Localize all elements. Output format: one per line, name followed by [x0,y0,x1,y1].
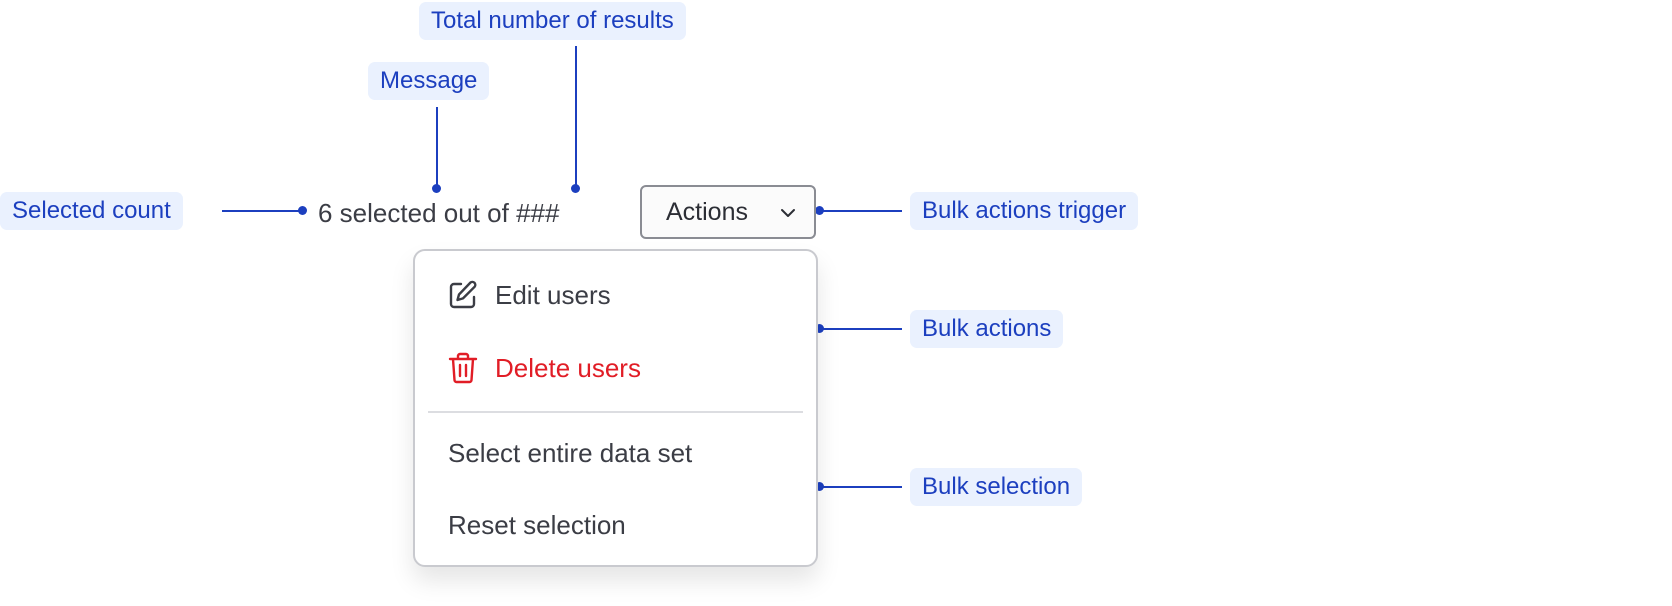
menu-item-label: Reset selection [448,509,626,540]
total-results: ### [516,198,560,228]
bulk-actions-trigger-button[interactable]: Actions [640,185,816,239]
menu-item-edit-users[interactable]: Edit users [415,265,816,325]
trash-icon [448,352,478,384]
menu-item-label: Select entire data set [448,437,693,468]
menu-item-label: Edit users [495,279,611,310]
edit-icon [449,280,477,309]
menu-divider [428,411,803,413]
menu-item-label: Delete users [495,352,641,383]
leader-dot-bulk-actions [815,324,824,333]
leader-selected-count [222,210,306,212]
actions-button-label: Actions [666,197,748,226]
leader-bulk-selection [820,486,902,488]
leader-dot-selected-count [298,206,307,215]
bulk-actions-menu: Edit users Delete users Select entire da… [413,249,818,567]
leader-bulk-actions [820,328,902,330]
callout-bulk-actions: Bulk actions [910,310,1064,348]
menu-item-reset-selection[interactable]: Reset selection [415,495,816,555]
selected-count: 6 selected [318,198,437,228]
leader-dot-message [432,184,441,193]
leader-message [436,107,438,187]
leader-total-results [575,46,577,188]
selection-summary: 6 selected out of ### [318,196,559,230]
menu-item-select-entire-data-set[interactable]: Select entire data set [415,423,816,483]
leader-dot-bulk-selection [815,482,824,491]
chevron-down-icon [781,209,795,217]
callout-bulk-selection: Bulk selection [910,468,1083,506]
leader-dot-bulk-actions-trigger [815,206,824,215]
leader-dot-total-results [571,184,580,193]
callout-message: Message [368,62,490,100]
menu-item-delete-users[interactable]: Delete users [415,338,816,398]
leader-bulk-actions-trigger [820,210,902,212]
callout-selected-count: Selected count [0,192,183,230]
callout-bulk-actions-trigger: Bulk actions trigger [910,192,1139,230]
callout-total-results: Total number of results [419,2,686,40]
selection-message: out of [443,198,509,228]
